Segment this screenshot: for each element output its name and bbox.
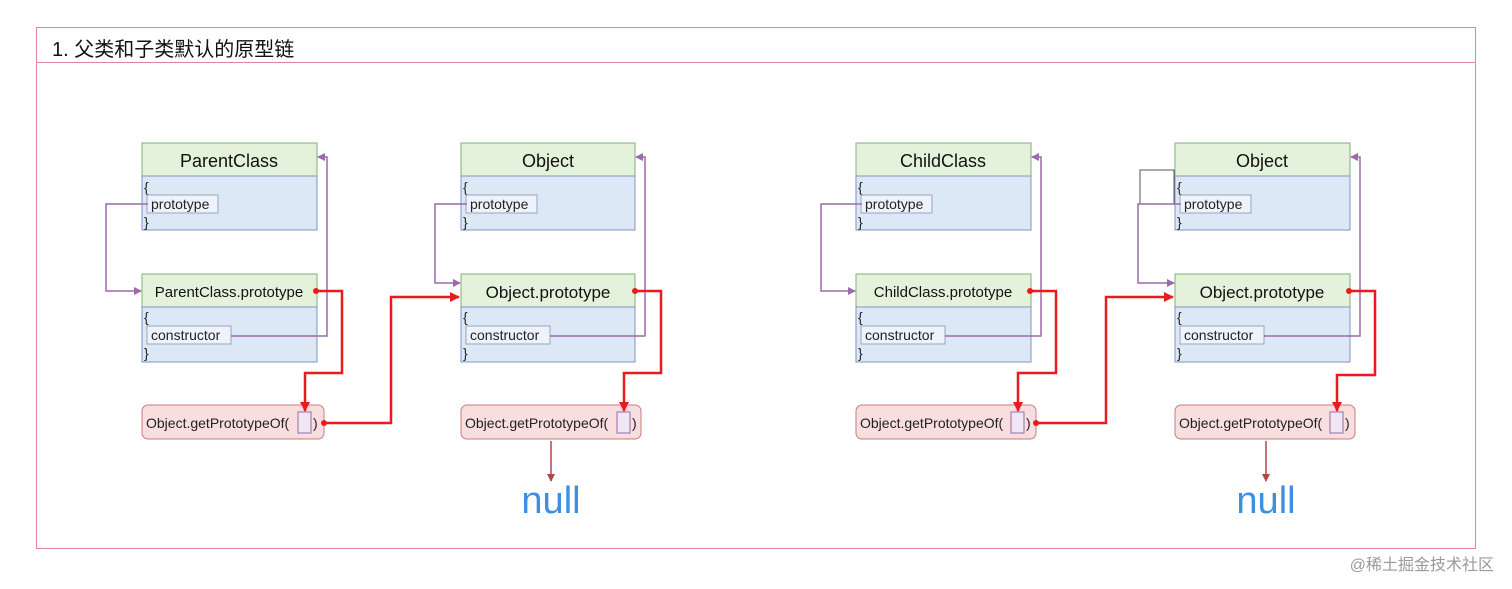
parent-prototype-box: ParentClass.prototype { constructor }: [141, 273, 318, 363]
object-prototype-key: prototype: [1184, 196, 1243, 212]
get-prototype-fn: Object.getPrototypeOf(: [146, 415, 290, 431]
child-class-title: ChildClass: [900, 151, 986, 171]
constructor-arrow: [231, 153, 328, 337]
child-prototype-box: ChildClass.prototype { constructor }: [855, 273, 1032, 363]
object-prototype-arrow: [1137, 203, 1181, 287]
brace-open: {: [144, 309, 149, 325]
prototype-arrow: [105, 203, 148, 295]
brace-close: }: [1177, 345, 1182, 361]
parent-get-prototype-box: Object.getPrototypeOf( ): [141, 404, 325, 440]
object-box-2: Object { prototype }: [1174, 142, 1351, 231]
object-constructor-key: constructor: [1184, 327, 1254, 343]
brace-open: {: [144, 179, 149, 195]
brace-open: {: [1177, 179, 1182, 195]
object-proto-to-getproto-arrow: [1332, 289, 1377, 412]
object-prototype-box-2: Object.prototype { constructor }: [1174, 273, 1351, 363]
prototype-arrow: [820, 203, 862, 295]
brace-close: }: [463, 345, 468, 361]
object-constructor-key: constructor: [470, 327, 540, 343]
brace-open: {: [463, 309, 468, 325]
diagram-header: 1. 父类和子类默认的原型链: [37, 28, 1475, 63]
getproto-to-object-prototype-arrow: [1036, 292, 1174, 425]
object-box: Object { prototype }: [460, 142, 636, 231]
get-prototype-close: ): [632, 415, 637, 431]
object-title: Object: [1236, 151, 1288, 171]
brace-close: }: [858, 214, 863, 230]
brace-close: }: [144, 214, 149, 230]
parent-class-title: ParentClass: [180, 151, 278, 171]
brace-close: }: [144, 345, 149, 361]
object-prototype-key: prototype: [470, 196, 529, 212]
child-prototype-title: ChildClass.prototype: [874, 284, 1012, 301]
child-constructor-key: constructor: [865, 327, 935, 343]
child-class-box: ChildClass { prototype }: [855, 142, 1032, 231]
object-proto-to-getproto-arrow: [619, 289, 663, 412]
object-prototype-arrow: [434, 203, 467, 287]
brace-close: }: [463, 214, 468, 230]
brace-open: {: [1177, 309, 1182, 325]
get-prototype-close: ): [313, 415, 318, 431]
brace-close: }: [858, 345, 863, 361]
group-parent: ParentClass { prototype } ParentClass.pr…: [105, 142, 663, 522]
object-prototype-title: Object.prototype: [1200, 283, 1325, 302]
object-constructor-arrow: [550, 153, 646, 337]
getproto-to-object-prototype-arrow: [324, 292, 460, 425]
object-get-prototype-box: Object.getPrototypeOf( ): [460, 404, 642, 440]
object-prototype-title: Object.prototype: [486, 283, 611, 302]
get-prototype-fn: Object.getPrototypeOf(: [860, 415, 1004, 431]
constructor-arrow: [945, 153, 1042, 337]
object-prototype-box: Object.prototype { constructor }: [460, 273, 636, 363]
parent-constructor-key: constructor: [151, 327, 221, 343]
brace-close: }: [1177, 214, 1182, 230]
parent-class-box: ParentClass { prototype }: [141, 142, 318, 231]
object-get-prototype-box-2: Object.getPrototypeOf( ): [1174, 404, 1356, 440]
brace-open: {: [463, 179, 468, 195]
brace-open: {: [858, 309, 863, 325]
parent-prototype-title: ParentClass.prototype: [155, 284, 303, 301]
watermark: @稀土掘金技术社区: [1349, 557, 1494, 574]
get-prototype-fn: Object.getPrototypeOf(: [465, 415, 609, 431]
child-get-prototype-box: Object.getPrototypeOf( ): [855, 404, 1037, 440]
child-prototype-key: prototype: [865, 196, 924, 212]
get-prototype-close: ): [1345, 415, 1350, 431]
null-label: null: [1236, 480, 1295, 522]
empty-square: [1139, 169, 1175, 205]
proto-to-getproto-arrow: [300, 289, 344, 412]
get-prototype-fn: Object.getPrototypeOf(: [1179, 415, 1323, 431]
diagram-frame: 1. 父类和子类默认的原型链: [36, 27, 1476, 549]
object-title: Object: [522, 151, 574, 171]
brace-open: {: [858, 179, 863, 195]
parent-prototype-key: prototype: [151, 196, 210, 212]
proto-to-getproto-arrow: [1013, 289, 1058, 412]
diagram-title: 1. 父类和子类默认的原型链: [52, 39, 295, 61]
null-label: null: [521, 480, 580, 522]
get-prototype-close: ): [1026, 415, 1031, 431]
group-child: ChildClass { prototype } ChildClass.prot…: [820, 142, 1377, 522]
object-constructor-arrow: [1264, 153, 1361, 337]
